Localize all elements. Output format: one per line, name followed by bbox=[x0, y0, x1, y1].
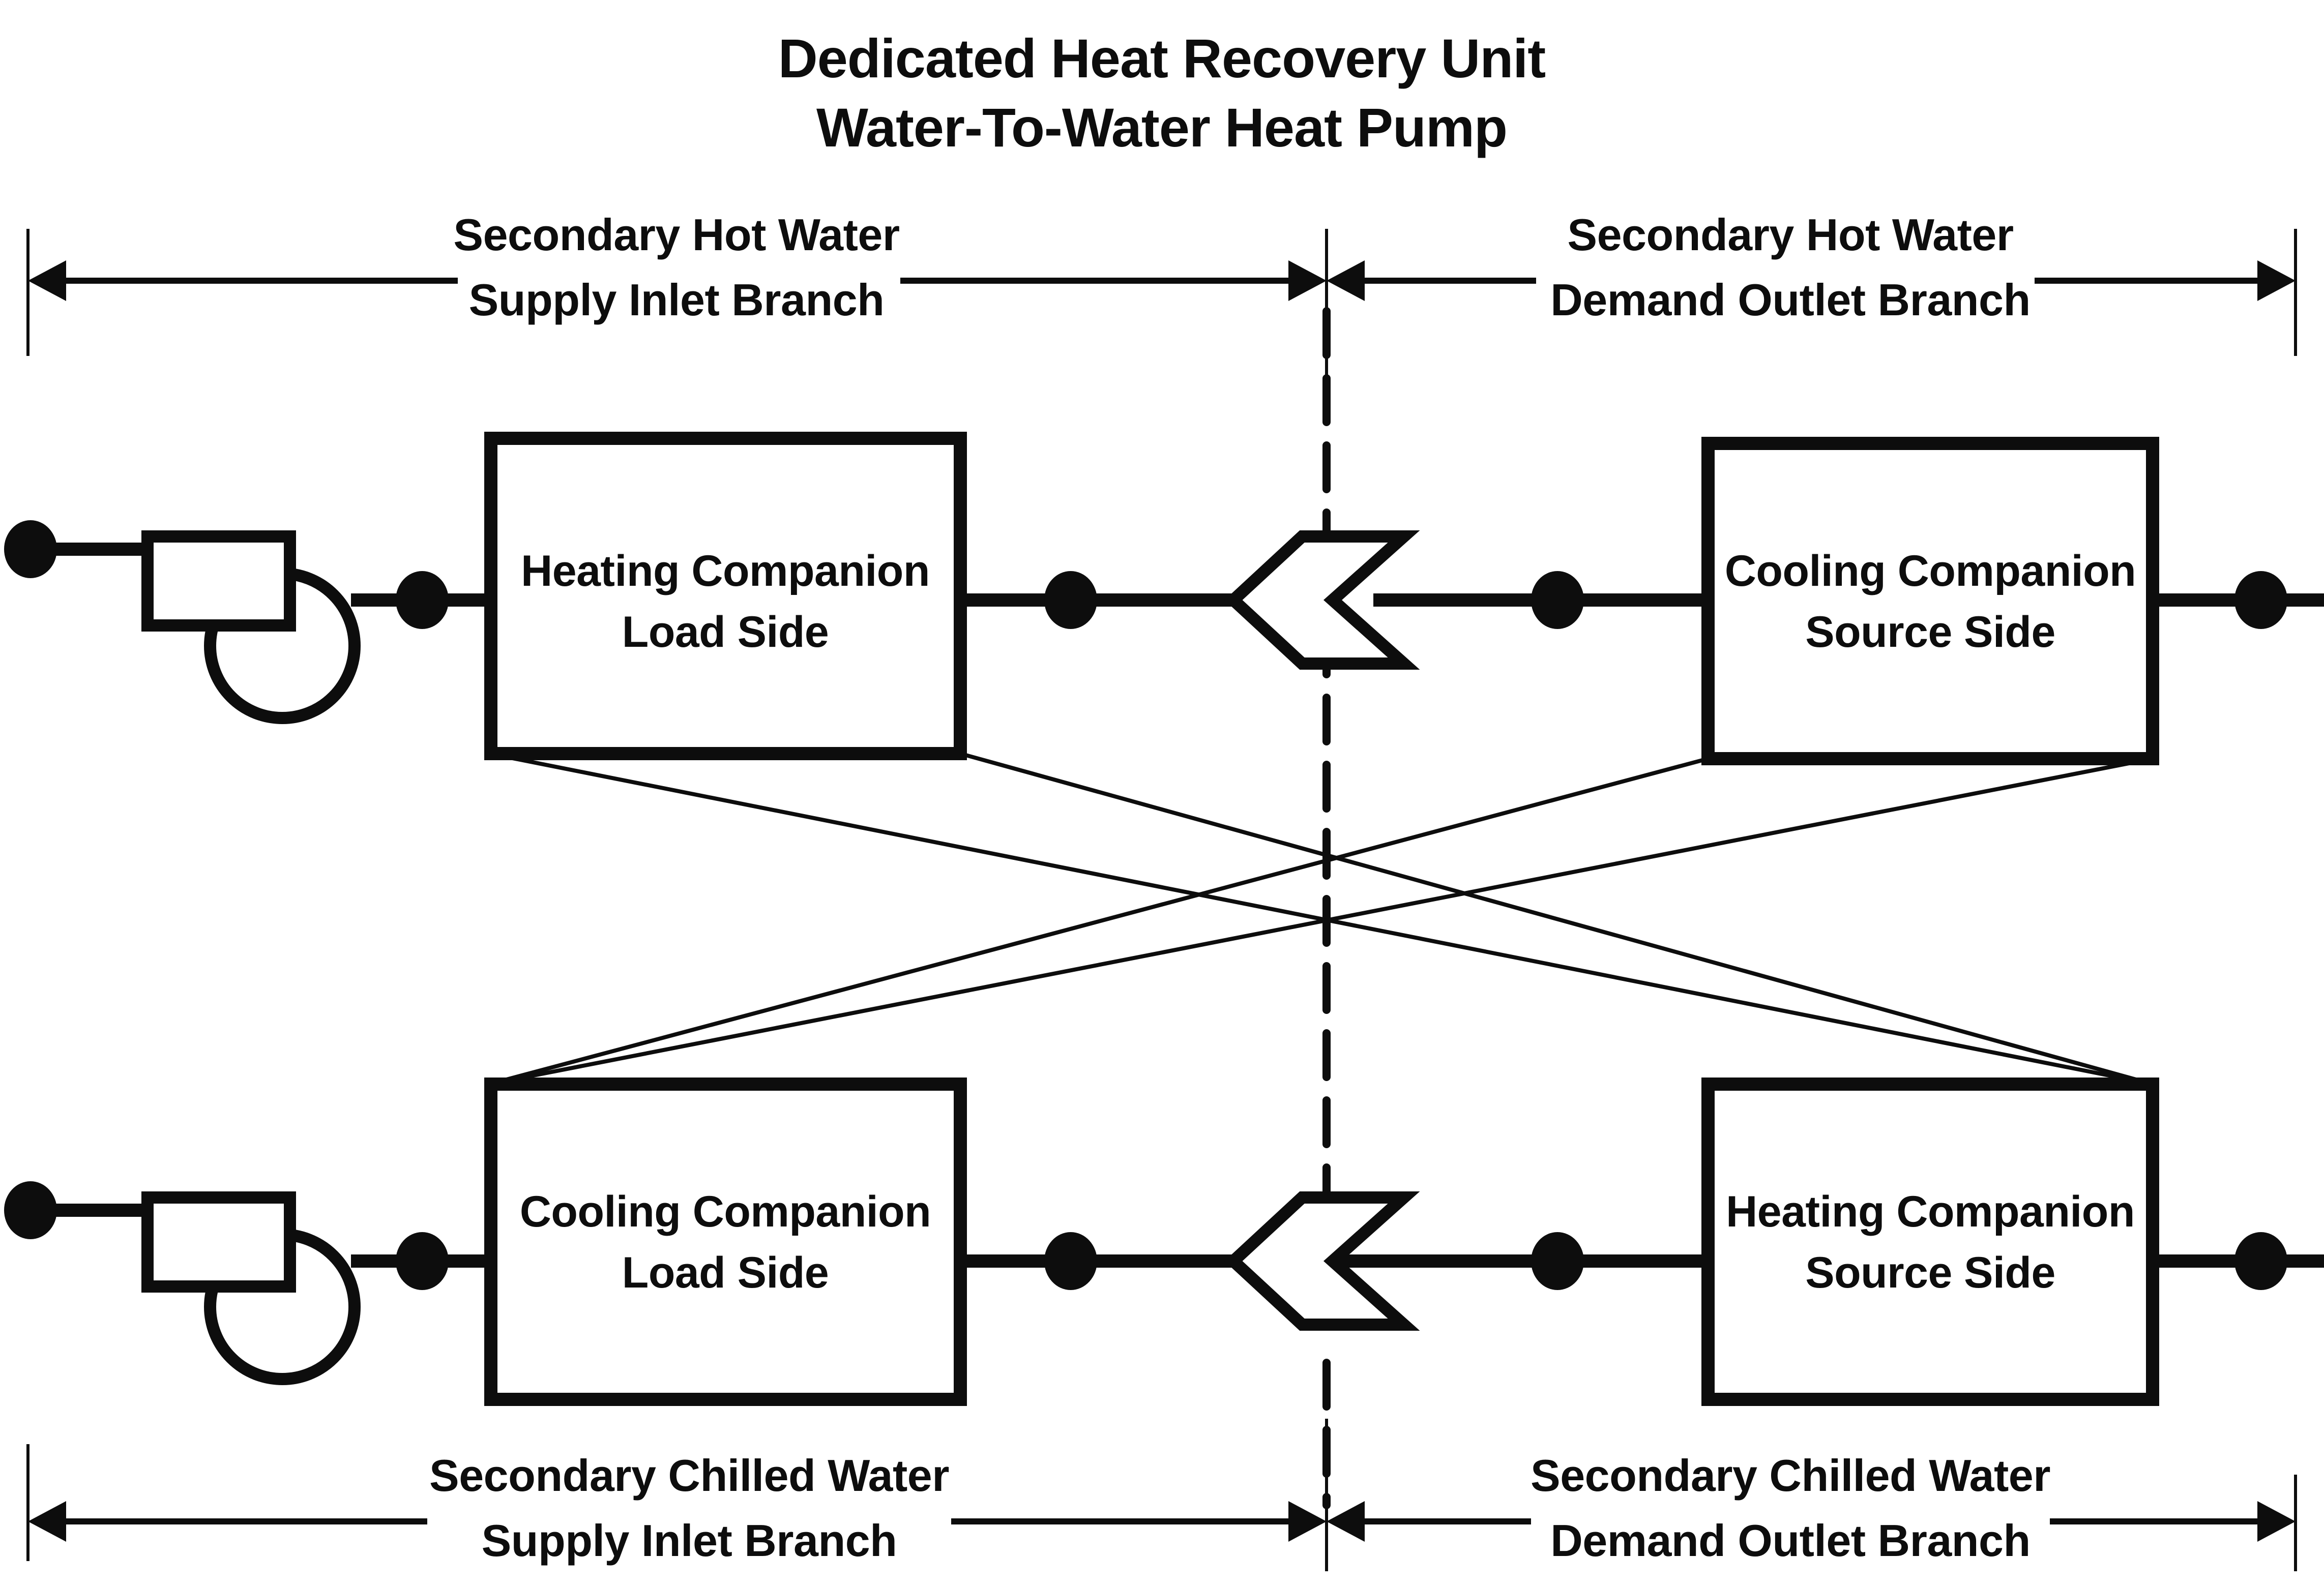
dimension-top-left: Secondary Hot Water Supply Inlet Branch bbox=[28, 210, 1327, 325]
dim-bottom-left-label-line2: Supply Inlet Branch bbox=[482, 1515, 897, 1566]
arrow-head-bottom-right-east bbox=[2257, 1501, 2296, 1542]
pipe-node-icon-bottom-supply bbox=[1044, 1232, 1097, 1290]
arrow-head-bottom-left-east bbox=[1288, 1501, 1327, 1542]
pipe-node-icon-top-pump-out bbox=[396, 571, 449, 629]
pipe-node-icon-bottom-outlet bbox=[2234, 1232, 2287, 1290]
box-bottom-right-label-line1: Heating Companion bbox=[1726, 1187, 2135, 1236]
pipe-node-icon-bottom-demand bbox=[1531, 1232, 1584, 1290]
arrow-head-top-left-east bbox=[1288, 260, 1327, 301]
pipe-node-icon-top-supply bbox=[1044, 571, 1097, 629]
pump-motor-rect-top bbox=[141, 530, 296, 632]
flow-direction-arrow-left-icon-top bbox=[1224, 530, 1420, 670]
diagram-title-line2: Water-To-Water Heat Pump bbox=[816, 97, 1507, 158]
box-top-right-label-line1: Cooling Companion bbox=[1725, 547, 2136, 595]
box-cooling-companion-load-side bbox=[484, 1078, 967, 1406]
pipe-node-icon-bottom-inlet bbox=[4, 1181, 57, 1239]
dim-top-left-label-line2: Supply Inlet Branch bbox=[469, 275, 885, 325]
flow-arrow-top-shape bbox=[1224, 530, 1420, 670]
pipe-node-icon-top-outlet bbox=[2234, 571, 2287, 629]
arrow-head-bottom-right-west bbox=[1327, 1501, 1365, 1542]
pump-icon-top bbox=[141, 530, 361, 724]
dimension-bottom-left: Secondary Chilled Water Supply Inlet Bra… bbox=[28, 1450, 1327, 1566]
refrigerant-link-tr-left-to-bl bbox=[488, 757, 1709, 1086]
refrigerant-link-tl-to-br bbox=[489, 752, 2153, 1086]
flow-direction-arrow-left-icon-bottom bbox=[1224, 1191, 1420, 1331]
pipe-node-icon-bottom-pump-out bbox=[396, 1232, 449, 1290]
arrow-head-top-right-west bbox=[1327, 260, 1365, 301]
arrow-head-bottom-left-west bbox=[28, 1501, 66, 1542]
box-cooling-companion-source-side bbox=[1701, 437, 2159, 765]
box-top-left-label-line2: Load Side bbox=[622, 608, 829, 656]
dim-top-right-label-line1: Secondary Hot Water bbox=[1567, 210, 2013, 260]
dim-bottom-right-label-line2: Demand Outlet Branch bbox=[1550, 1515, 2030, 1566]
diagram-title-line1: Dedicated Heat Recovery Unit bbox=[778, 27, 1546, 89]
refrigerant-link-tr-to-bl bbox=[489, 757, 2153, 1086]
dim-bottom-left-label-line1: Secondary Chilled Water bbox=[429, 1450, 949, 1501]
dimension-top-right: Secondary Hot Water Demand Outlet Branch bbox=[1327, 210, 2296, 325]
flow-arrow-bottom-shape bbox=[1224, 1191, 1420, 1331]
box-top-right-label-line2: Source Side bbox=[1805, 608, 2055, 656]
dim-bottom-right-label-line1: Secondary Chilled Water bbox=[1531, 1450, 2050, 1501]
dim-top-left-label-line1: Secondary Hot Water bbox=[453, 210, 899, 260]
pump-motor-rect-bottom bbox=[141, 1191, 296, 1293]
box-heating-companion-source-side bbox=[1701, 1078, 2159, 1406]
pipe-node-icon-top-inlet bbox=[4, 520, 57, 578]
box-bottom-left-label-line2: Load Side bbox=[622, 1248, 829, 1297]
arrow-head-top-right-east bbox=[2257, 260, 2296, 301]
box-bottom-right-label-line2: Source Side bbox=[1805, 1248, 2055, 1297]
box-top-left-label-line1: Heating Companion bbox=[521, 547, 930, 595]
box-heating-companion-load-side bbox=[484, 432, 967, 760]
pump-icon-bottom bbox=[141, 1191, 361, 1385]
box-bottom-left-label-line1: Cooling Companion bbox=[520, 1187, 931, 1236]
refrigerant-link-tl-right-to-br bbox=[959, 752, 2154, 1086]
pipe-node-icon-top-demand bbox=[1531, 571, 1584, 629]
arrow-head-top-left-west bbox=[28, 260, 66, 301]
dimension-bottom-right: Secondary Chilled Water Demand Outlet Br… bbox=[1327, 1450, 2296, 1566]
dim-top-right-label-line2: Demand Outlet Branch bbox=[1550, 275, 2030, 325]
